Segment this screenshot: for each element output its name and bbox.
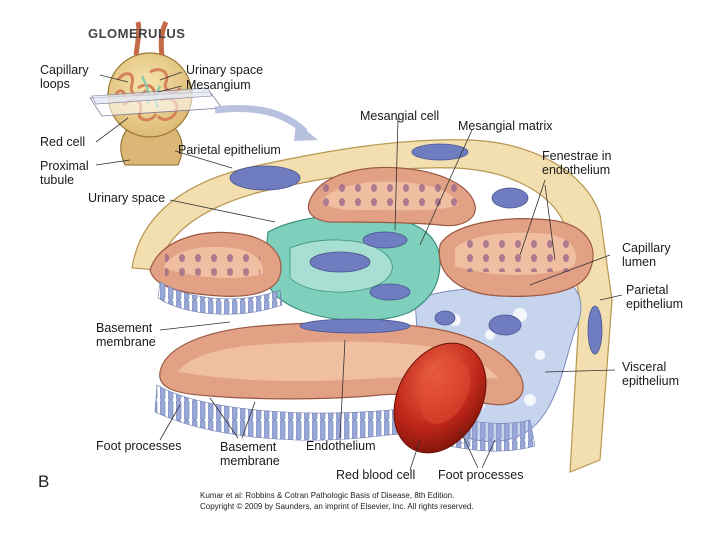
label-basement-membrane-bottom-2: membrane	[220, 454, 280, 468]
label-capillary-lumen-2: lumen	[622, 255, 657, 269]
bowman-capsule	[131, 139, 613, 473]
label-foot-processes-left: Foot processes	[96, 439, 182, 453]
label-proximal-tubule-2: tubule	[40, 173, 75, 187]
leader-lines	[95, 71, 623, 471]
panel-letter: B	[38, 472, 50, 491]
label-mesangial-cell: Mesangial cell	[360, 109, 440, 123]
label-basement-membrane-left-1: Basement	[96, 321, 153, 335]
zoom-arrow-head	[294, 122, 318, 141]
label-capillary-lumen-1: Capillary	[622, 241, 671, 255]
label-foot-processes-right: Foot processes	[438, 468, 524, 482]
label-parietal-epithelium-right-1: Parietal	[626, 283, 669, 297]
zoom-arrow	[214, 104, 308, 135]
inset-glomerulus	[89, 20, 223, 166]
label-capillary-loops-2: loops	[40, 77, 70, 91]
red-blood-cell	[393, 342, 487, 454]
label-mesangium: Mesangium	[186, 78, 251, 92]
label-mesangial-matrix: Mesangial matrix	[458, 119, 553, 133]
label-basement-membrane-bottom-1: Basement	[220, 440, 277, 454]
label-proximal-tubule-1: Proximal	[40, 159, 89, 173]
label-red-cell: Red cell	[40, 135, 86, 149]
label-parietal-epithelium-right-2: epithelium	[626, 297, 683, 311]
label-endothelium: Endothelium	[306, 439, 376, 453]
label-inset-urinary-space: Urinary space	[186, 63, 264, 77]
credit-line-2: Copyright © 2009 by Saunders, an imprint…	[200, 502, 474, 511]
label-fenestrae-2: endothelium	[542, 163, 611, 177]
label-visceral-epithelium-2: epithelium	[622, 374, 679, 388]
credit-line-1: Kumar et al: Robbins & Cotran Pathologic…	[200, 491, 455, 500]
label-capillary-loops-1: Capillary	[40, 63, 89, 77]
capillary-right	[438, 218, 594, 297]
capillary-top	[307, 166, 476, 227]
inset-title: GLOMERULUS	[88, 26, 186, 41]
label-urinary-space: Urinary space	[88, 191, 166, 205]
capillary-left	[149, 231, 283, 315]
label-visceral-epithelium-1: Visceral	[622, 360, 667, 374]
label-parietal-epithelium-top: Parietal epithelium	[178, 143, 281, 157]
mesangium	[263, 214, 441, 322]
label-red-blood-cell: Red blood cell	[336, 468, 416, 482]
label-basement-membrane-left-2: membrane	[96, 335, 156, 349]
label-fenestrae-1: Fenestrae in	[542, 149, 612, 163]
